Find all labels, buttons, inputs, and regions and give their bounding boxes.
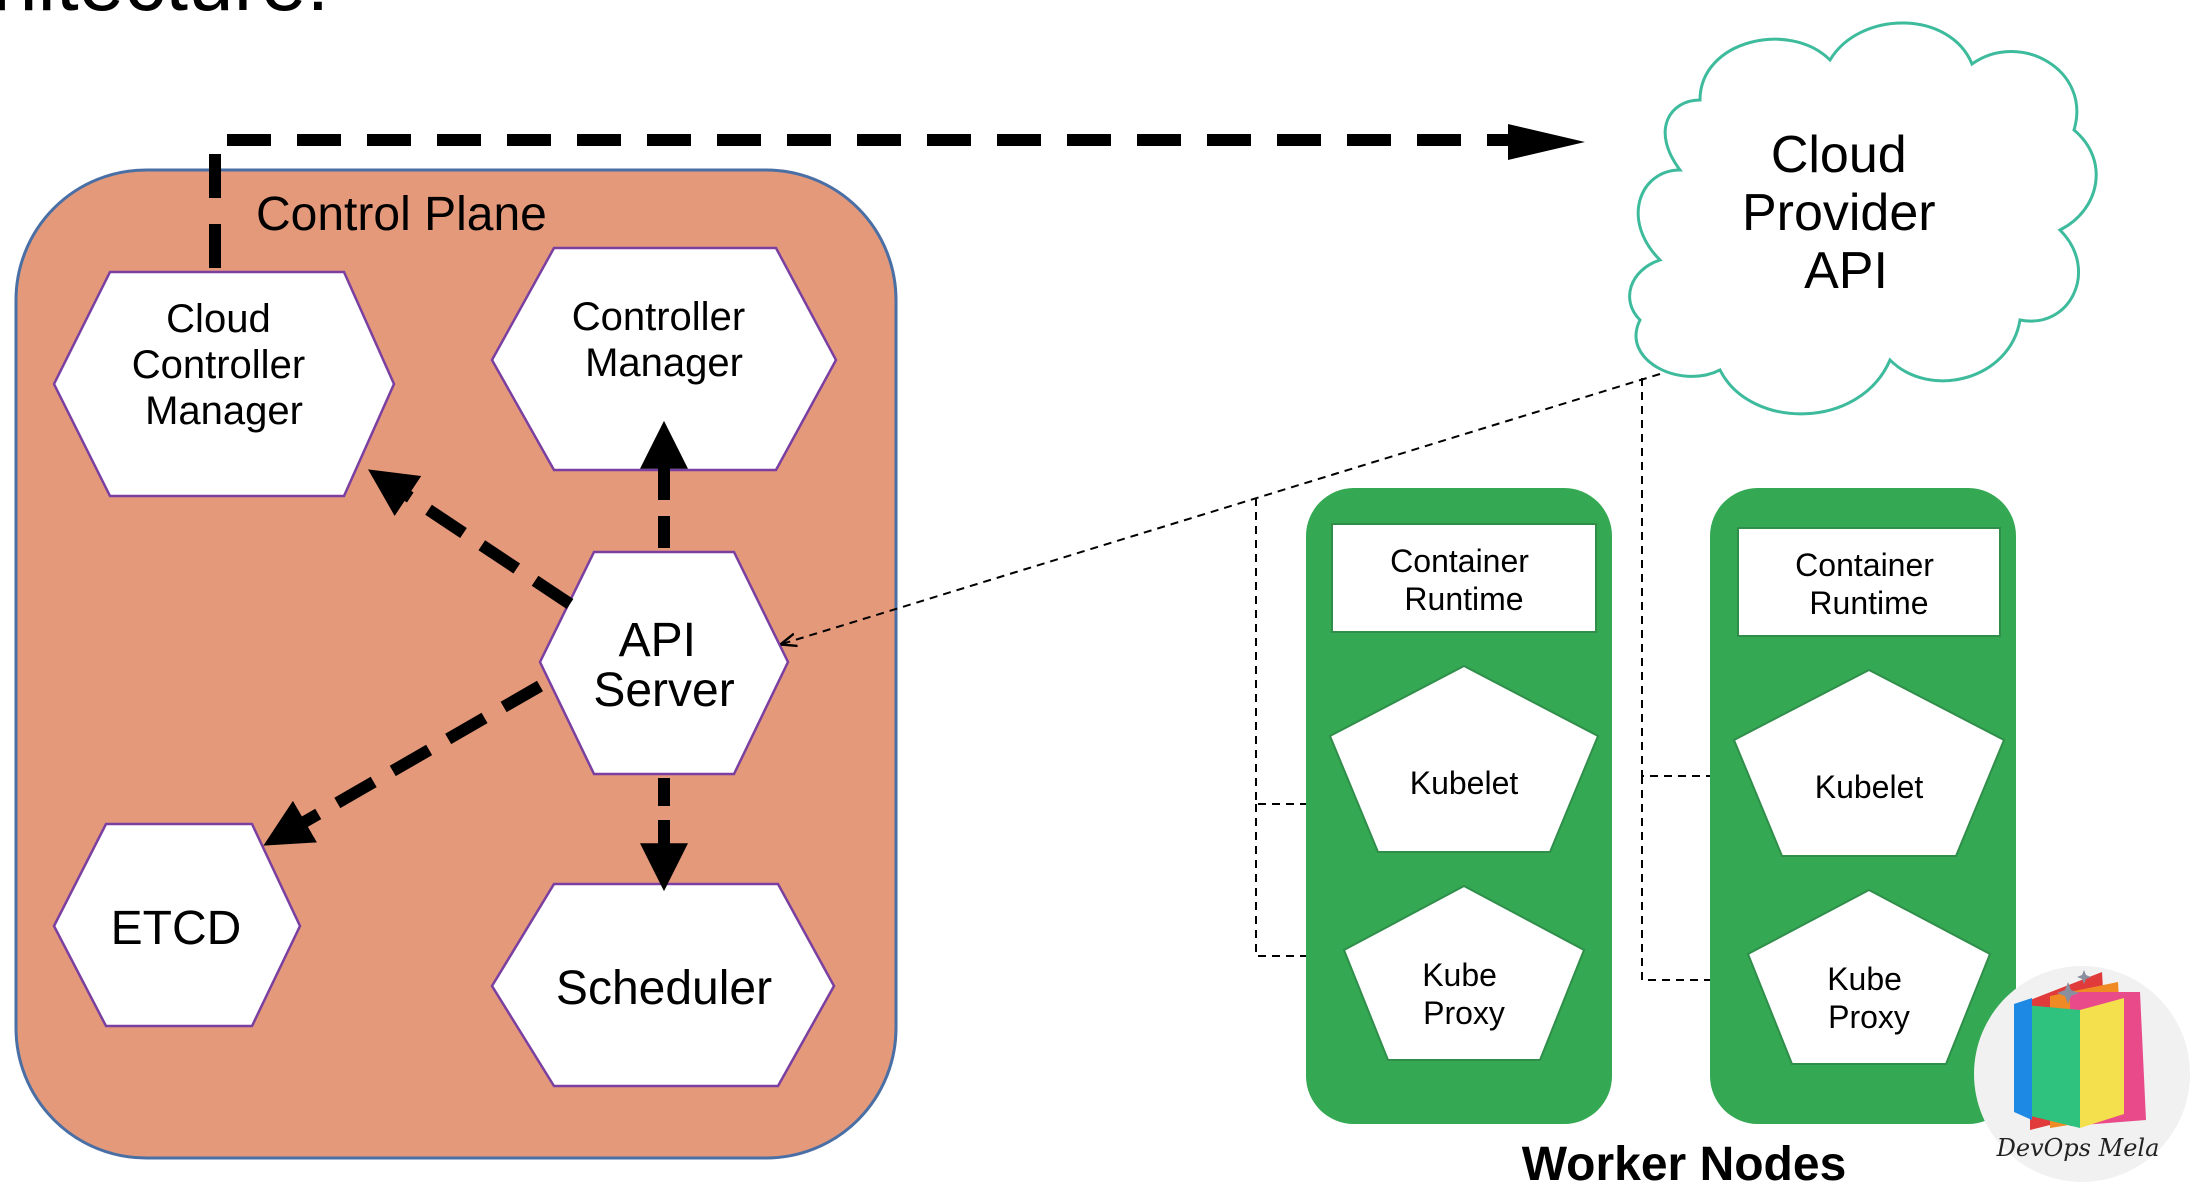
api-server-label: API Server: [593, 614, 734, 717]
logo-text: DevOps Mela: [1996, 1134, 2160, 1162]
worker-node-1-runtime-label: Container Runtime: [1390, 543, 1538, 617]
etcd-node: [52, 822, 302, 1028]
cloud-to-node2-proxy-branch: [1641, 776, 1712, 981]
worker-nodes-title: Worker Nodes: [1522, 1138, 1847, 1186]
worker-node-2-kubelet: [1732, 668, 2006, 857]
worker-node-2-kube-proxy: [1746, 888, 1992, 1065]
cloud-controller-manager-label: Cloud Controller Manager: [132, 297, 317, 433]
control-plane-title: Control Plane: [256, 188, 547, 241]
sparkle-icon: [2057, 970, 2091, 1004]
devops-mela-logo: DevOps Mela: [1974, 966, 2190, 1182]
cloud-provider-label: Cloud Provider API: [1742, 126, 1950, 300]
worker-node-1-kubelet: [1328, 664, 1600, 853]
ccm-to-cloud-connector: [209, 134, 1555, 268]
worker-node-1-kube-proxy: [1342, 884, 1586, 1061]
api-to-etcd-arrow: [263, 680, 543, 846]
worker-node-1-kubelet-label: Kubelet: [1410, 765, 1519, 801]
controller-manager-label: Controller Manager: [572, 295, 757, 385]
cloud-provider-shape: [1628, 21, 2098, 416]
scheduler-node: [490, 882, 836, 1088]
cloud-controller-manager-node: [52, 270, 396, 498]
cloud-to-node1-proxy-branch: [1255, 804, 1312, 957]
worker-node-2-proxy-label: Kube Proxy: [1827, 961, 1911, 1035]
worker-node-1-proxy-label: Kube Proxy: [1422, 957, 1506, 1031]
worker-node-2-runtime-label: Container Runtime: [1795, 547, 1943, 621]
scheduler-label: Scheduler: [556, 962, 772, 1015]
ccm-to-cloud-arrowhead: [1508, 124, 1585, 160]
header-fragment: hitecture:: [0, 0, 329, 28]
worker-node-1-container-runtime: [1331, 523, 1597, 633]
api-to-ccm-arrow: [368, 469, 574, 609]
etcd-label: ETCD: [111, 902, 242, 955]
book-icon: [2014, 972, 2146, 1130]
cloud-to-node1-kubelet-branch: [1255, 498, 1312, 805]
api-server-node: [538, 550, 790, 776]
cloud-to-node2-kubelet-branch: [1641, 378, 1712, 777]
controller-manager-node: [490, 246, 838, 472]
worker-node-2-kubelet-label: Kubelet: [1815, 769, 1924, 805]
worker-node-2-container-runtime: [1737, 527, 2001, 637]
